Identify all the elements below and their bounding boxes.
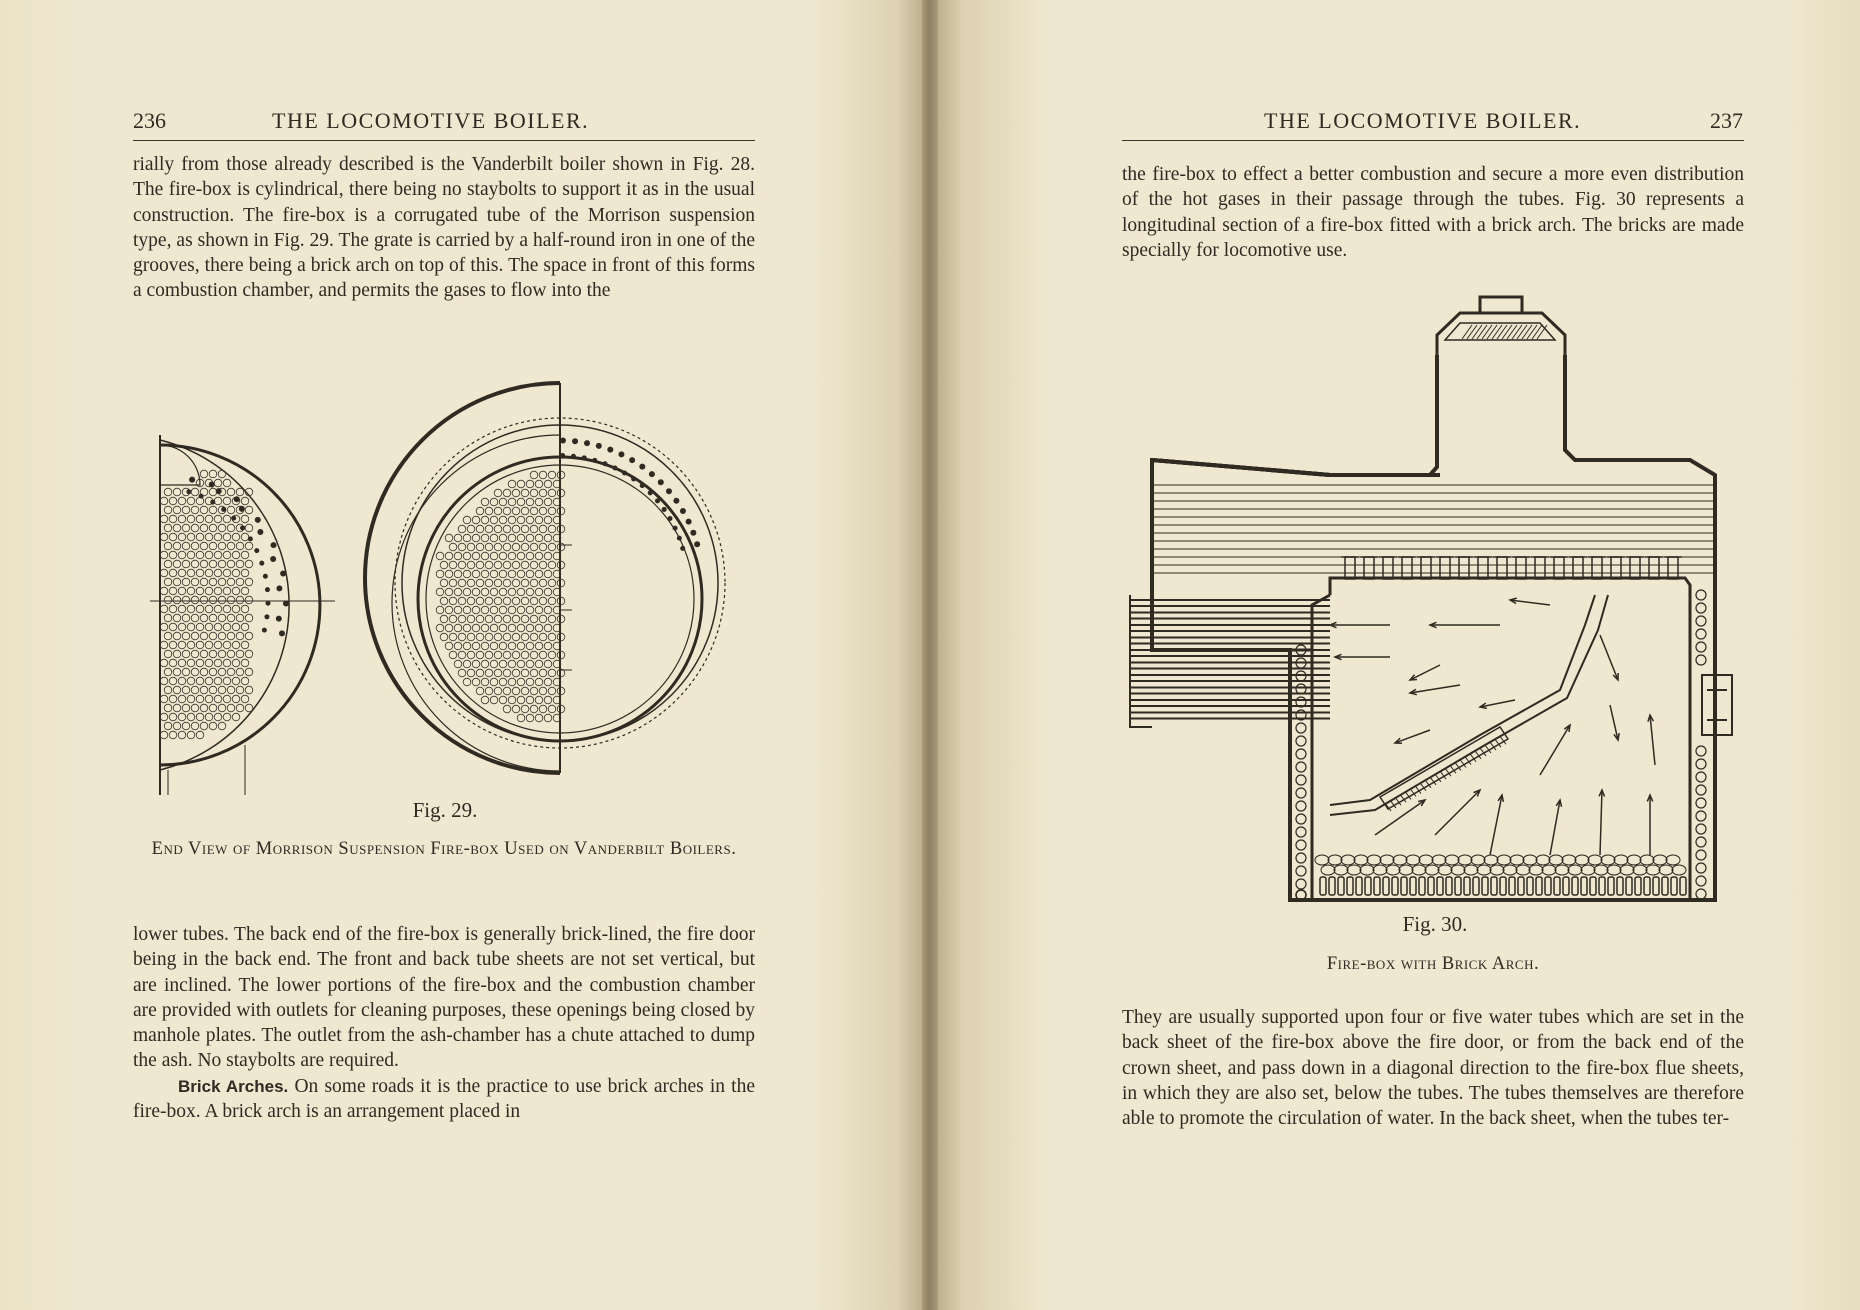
running-head-right: THE LOCOMOTIVE BOILER. xyxy=(1264,108,1582,133)
fig-29-drawing xyxy=(150,381,726,795)
page-number-left: 236 xyxy=(133,108,166,133)
left-text-bottom: lower tubes. The back end of the fire-bo… xyxy=(133,924,756,1123)
page-number-right: 237 xyxy=(1710,108,1743,133)
book-gutter xyxy=(922,0,938,1310)
right-page xyxy=(935,0,1860,1310)
fig-30-drawing xyxy=(1129,295,1733,902)
fig-29-label: Fig. 29. xyxy=(412,798,478,822)
right-text-top: the fire-box to effect a better combusti… xyxy=(1122,164,1744,261)
left-page xyxy=(0,0,925,1310)
fig-30-caption: Fire-box with Brick Arch. xyxy=(1326,954,1540,974)
section-heading-brick-arches: Brick Arches. xyxy=(178,1076,289,1096)
fig-29-caption: End View of Morrison Suspension Fire-box… xyxy=(151,839,737,859)
running-head-left: THE LOCOMOTIVE BOILER. xyxy=(272,108,590,133)
fig-30-label: Fig. 30. xyxy=(1402,912,1468,936)
left-text-top: rially from those already described is t… xyxy=(133,154,755,302)
right-text-bottom: They are usually supported upon four or … xyxy=(1122,1007,1744,1130)
header-rule-right xyxy=(1122,140,1744,141)
header-rule-left xyxy=(133,140,755,141)
